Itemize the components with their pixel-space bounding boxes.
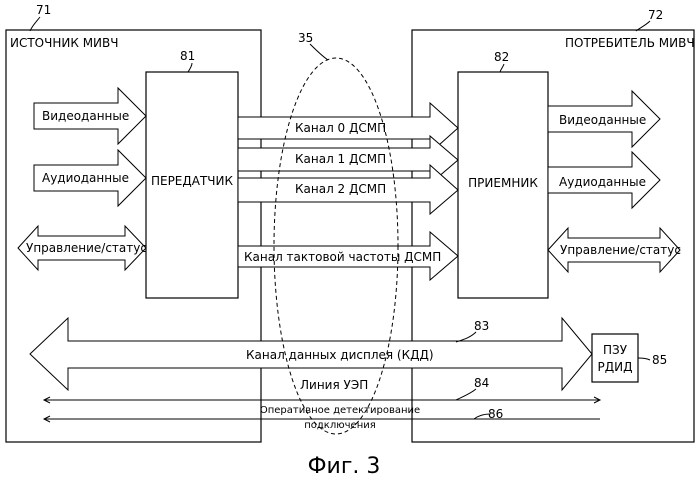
- ref-source-block: 71: [36, 3, 51, 17]
- video-input-label: Видеоданные: [42, 109, 129, 123]
- receiver-label: ПРИЕМНИК: [468, 176, 538, 190]
- audio-input-label: Аудиоданные: [42, 171, 129, 185]
- ref-tmds-group: 35: [298, 31, 313, 45]
- sink-title: ПОТРЕБИТЕЛЬ МИВЧ: [565, 36, 695, 50]
- cec-label: Линия УЭП: [300, 378, 368, 392]
- ref-source-leader: [30, 17, 40, 31]
- transmitter-label: ПЕРЕДАТЧИК: [151, 174, 234, 188]
- hpd-label-line2: подключения: [304, 420, 376, 431]
- edid-rom-line2: РДИД: [598, 360, 633, 374]
- tmds-channel-2-label: Канал 2 ДСМП: [295, 182, 386, 196]
- ref-receiver: 82: [494, 50, 509, 64]
- ref-tmds-group-leader: [310, 44, 328, 60]
- ref-edid: 85: [652, 353, 667, 367]
- edid-rom-line1: ПЗУ: [603, 343, 628, 357]
- video-output-label: Видеоданные: [559, 113, 646, 127]
- ref-transmitter: 81: [180, 49, 195, 63]
- ref-cec: 84: [474, 376, 489, 390]
- ref-ddc: 83: [474, 319, 489, 333]
- sink-block: [412, 30, 694, 442]
- tmds-clock-channel-label: Канал тактовой частоты ДСМП: [244, 250, 441, 264]
- figure-caption: Фиг. 3: [308, 454, 381, 479]
- ref-sink-block: 72: [648, 8, 663, 22]
- tmds-channel-1-label: Канал 1 ДСМП: [295, 152, 386, 166]
- tmds-channel-0-label: Канал 0 ДСМП: [295, 121, 386, 135]
- ref-hpd: 86: [488, 407, 503, 421]
- edid-rom-box: [592, 334, 638, 382]
- control-status-source-label: Управление/статус: [26, 241, 147, 255]
- ddc-label: Канал данных дисплея (КДД): [246, 348, 434, 362]
- source-title: ИСТОЧНИК МИВЧ: [10, 36, 118, 50]
- control-status-sink-label: Управление/статус: [560, 243, 681, 257]
- audio-output-label: Аудиоданные: [559, 175, 646, 189]
- hpd-label-line1: Оперативное детектирование: [260, 405, 420, 416]
